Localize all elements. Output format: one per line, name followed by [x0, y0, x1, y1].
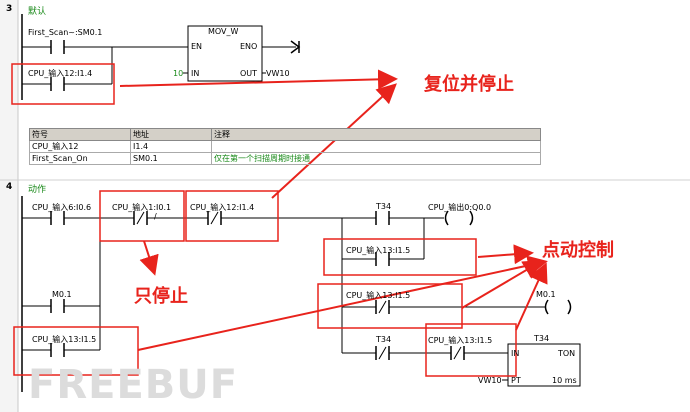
contact-input12-n4-label[interactable]: CPU_输入12:I1.4 [190, 203, 255, 212]
watermark-logo: FREEBUF [28, 362, 239, 408]
mov-in-value[interactable]: 10 [173, 69, 184, 78]
nc-mark: / [154, 212, 157, 221]
coil-m-label[interactable]: M0.1 [536, 290, 556, 299]
network-title-4[interactable]: 动作 [28, 185, 47, 195]
contact-first-scan-label[interactable]: First_Scan~:SM0.1 [28, 28, 103, 37]
mov-en-pin: EN [191, 42, 203, 51]
symbol-header: 符号 [29, 128, 131, 141]
contact-input13-b-label[interactable]: CPU_输入13:I1.5 [346, 291, 411, 300]
timer-name-label[interactable]: T34 [534, 334, 550, 343]
timer-pt-value[interactable]: VW10 [478, 376, 502, 385]
table-row: CPU_输入12 I1.4 [29, 140, 541, 153]
timer-base-label: 10 ms [552, 376, 577, 385]
highlight-input12-n4 [185, 190, 279, 242]
contact-input13-d-label[interactable]: CPU_输入13:I1.5 [32, 335, 97, 344]
network-number-3: 3 [6, 4, 13, 14]
address-header: 地址 [130, 128, 212, 141]
comment-cell [211, 140, 541, 153]
ton-timer-box [507, 343, 581, 387]
mov-w-title[interactable]: MOV_W [208, 27, 239, 36]
highlight-input13-d [13, 326, 139, 376]
highlight-input13-a [323, 238, 477, 276]
annotation-reset-stop: 复位并停止 [424, 74, 514, 95]
symbol-table: 符号 地址 注释 CPU_输入12 I1.4 First_Scan_On SM0… [29, 128, 541, 165]
network-title-3[interactable]: 默认 [28, 7, 47, 17]
symbol-cell: CPU_输入12 [29, 140, 131, 153]
mov-eno-pin: ENO [240, 42, 258, 51]
annotation-stop-only: 只停止 [134, 286, 188, 307]
symbol-cell: First_Scan_On [29, 152, 131, 165]
timer-pt-pin: PT [511, 376, 521, 385]
network-gutter [0, 0, 18, 412]
highlight-input1 [99, 190, 185, 242]
contact-t34-top-label[interactable]: T34 [376, 202, 392, 211]
contact-input12-label[interactable]: CPU_输入12:I1.4 [28, 69, 93, 78]
timer-type-label: TON [558, 349, 576, 358]
address-cell: SM0.1 [130, 152, 212, 165]
comment-header: 注释 [211, 128, 541, 141]
highlight-input12-n3 [11, 63, 115, 105]
mov-out-pin: OUT [240, 69, 258, 78]
timer-in-pin: IN [511, 349, 520, 358]
network-number-4: 4 [6, 182, 13, 192]
contact-m0-label[interactable]: M0.1 [52, 290, 72, 299]
contact-input13-a-label[interactable]: CPU_输入13:I1.5 [346, 246, 411, 255]
highlight-input13-c [425, 323, 517, 377]
comment-cell: 仅在第一个扫描周期时接通 [211, 152, 541, 165]
contact-input6-label[interactable]: CPU_输入6:I0.6 [32, 203, 92, 212]
address-cell: I1.4 [130, 140, 212, 153]
mov-out-value[interactable]: VW10 [266, 69, 290, 78]
highlight-input13-b [317, 283, 463, 329]
coil-output-label[interactable]: CPU_输出0:Q0.0 [428, 203, 492, 212]
mov-in-pin: IN [191, 69, 200, 78]
contact-input13-c-label[interactable]: CPU_输入13:I1.5 [428, 336, 493, 345]
annotation-jog-control: 点动控制 [542, 240, 614, 261]
contact-t34-bottom-label[interactable]: T34 [376, 335, 392, 344]
contact-input1-label[interactable]: CPU_输入1:I0.1 [112, 203, 172, 212]
table-row: First_Scan_On SM0.1 仅在第一个扫描周期时接通 [29, 152, 541, 165]
mov-w-box [187, 25, 263, 82]
